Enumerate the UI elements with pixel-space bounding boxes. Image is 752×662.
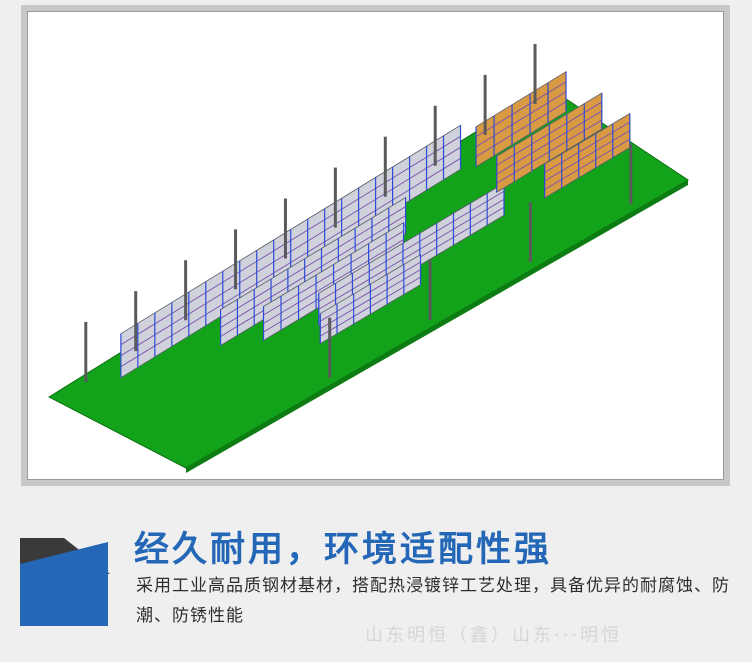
rack-row	[496, 92, 603, 193]
rack-row	[319, 253, 422, 345]
rack-row	[475, 70, 567, 168]
headline: 经久耐用，环境适配性强	[134, 530, 553, 570]
rack-row	[262, 221, 405, 342]
parallelogram-accent-icon	[20, 538, 110, 626]
description-text: 采用工业高品质钢材基材，搭配热浸镀锌工艺处理，具备优异的耐腐蚀、防潮、防锈性能	[136, 576, 730, 626]
rack-row	[544, 112, 631, 199]
watermark: 山东明恒（鑫）山东···明恒	[365, 625, 623, 646]
warehouse-scene	[47, 44, 689, 473]
rack-layer	[120, 70, 631, 379]
illustration-frame	[21, 5, 730, 486]
rack-row	[120, 124, 462, 379]
floor-edge	[186, 180, 688, 473]
warehouse-illustration	[27, 11, 724, 480]
pole-layer	[84, 44, 633, 383]
